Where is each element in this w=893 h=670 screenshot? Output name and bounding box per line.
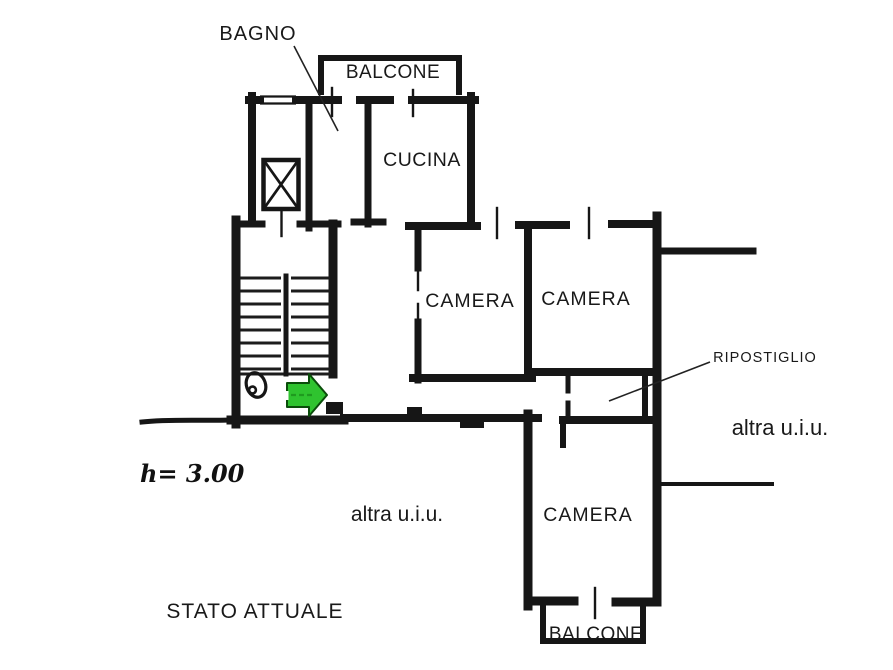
balcony-bottom-outline — [540, 603, 646, 644]
pointer-lines-group — [293, 45, 711, 402]
labels-group: BAGNO BALCONE CUCINA CAMERA CAMERA RIPOS… — [140, 23, 828, 645]
oval-inner-dot — [247, 385, 258, 395]
label-camera-bottom: CAMERA — [543, 504, 632, 526]
entrance-arrow-icon — [285, 373, 328, 417]
balcony-top-outline — [318, 55, 462, 95]
walls-group — [139, 55, 774, 644]
label-stato-attuale: STATO ATTUALE — [166, 600, 343, 623]
entrance-threshold — [326, 402, 343, 414]
label-cucina: CUCINA — [383, 149, 461, 171]
neighbor-wall-left — [139, 417, 235, 425]
label-balcone-top: BALCONE — [346, 62, 440, 83]
label-altra-uiu-right: altra u.i.u. — [732, 415, 829, 440]
elevator-x-mark — [263, 161, 299, 208]
door-jamb — [407, 407, 422, 415]
bagno-pointer-line — [293, 45, 339, 132]
oval-fixture-icon — [244, 371, 268, 399]
elevator-box — [261, 157, 301, 212]
stair-steps-left-flight — [240, 276, 281, 371]
label-camera-left: CAMERA — [425, 290, 514, 312]
stair-steps-right-flight — [291, 276, 330, 371]
wall-tab — [460, 420, 484, 428]
oval-outline — [244, 371, 268, 399]
elevator-shaft-icon — [261, 157, 301, 212]
window-sill-lines — [260, 95, 296, 105]
label-ripostiglio: RIPOSTIGLIO — [713, 350, 817, 366]
label-altra-uiu-center: altra u.i.u. — [351, 503, 443, 526]
staircase-icon — [240, 273, 330, 377]
label-bagno: BAGNO — [219, 23, 296, 45]
label-height-note: h= 3.00 — [140, 459, 245, 488]
ripostiglio-pointer-line — [608, 361, 711, 402]
window-ticks-group — [280, 86, 597, 620]
label-balcone-bottom: BALCONE — [549, 624, 643, 645]
label-camera-right: CAMERA — [541, 288, 630, 310]
